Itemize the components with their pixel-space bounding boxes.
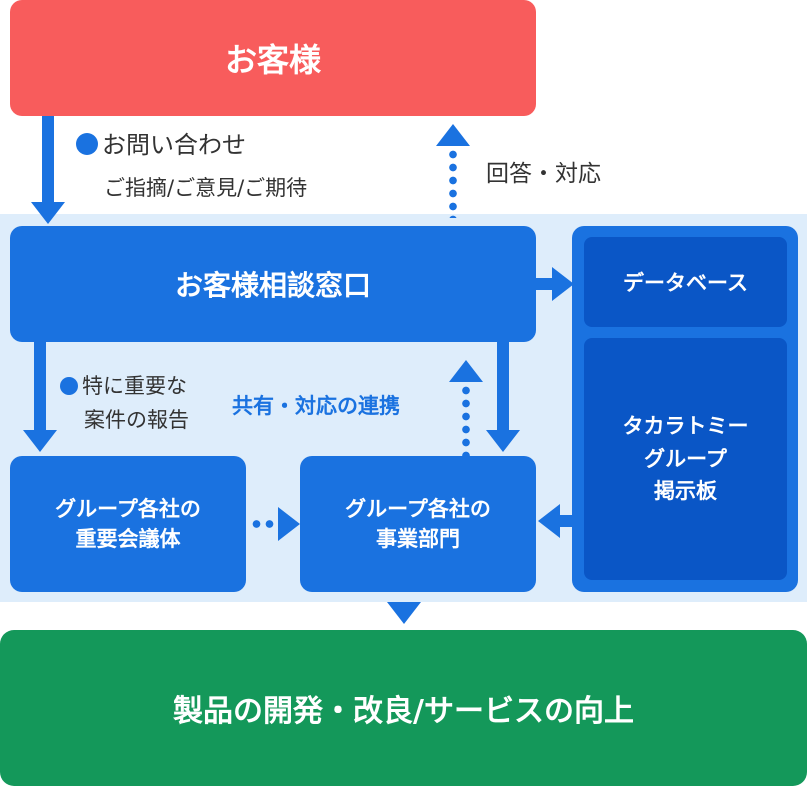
council-line-2: 重要会議体 — [75, 527, 181, 551]
arrow-business-line — [497, 342, 509, 432]
customer-label: お客様 — [224, 41, 321, 79]
inquiry-title: お問い合わせ — [102, 131, 246, 159]
board-line-2: グループ — [644, 446, 727, 471]
arrow-report-head — [23, 430, 57, 452]
group-council-box: グループ各社の 重要会議体 — [10, 456, 246, 592]
board-line-3: 掲示板 — [654, 479, 717, 504]
arrow-database-line — [536, 278, 556, 290]
database-box: データベース — [584, 237, 787, 327]
important-label-1: 特に重要な — [60, 370, 187, 400]
customer-service-desk-box: お客様相談窓口 — [10, 226, 536, 342]
customer-box: お客様 — [10, 0, 536, 116]
arrow-report-line — [34, 342, 46, 432]
arrow-board-head — [538, 504, 560, 538]
arrow-answer-head — [436, 124, 470, 146]
inquiry-detail: ご指摘/ご意見/ご期待 — [104, 176, 308, 200]
arrow-database-head — [552, 267, 574, 301]
business-line-1: グループ各社の — [345, 496, 491, 521]
arrow-sharing-head — [449, 360, 483, 382]
desk-label: お客様相談窓口 — [174, 269, 371, 302]
arrow-council-dots — [250, 520, 280, 528]
board-line-1: タカラトミー — [622, 414, 749, 439]
arrow-inquiry-line — [42, 116, 54, 204]
inquiry-label: お問い合わせ — [76, 130, 246, 161]
arrow-board-line — [558, 515, 572, 527]
sharing-label: 共有・対応の連携 — [232, 394, 400, 418]
important-label-2: 案件の報告 — [84, 408, 189, 432]
council-line-1: グループ各社の — [55, 496, 201, 521]
database-label: データベース — [623, 271, 748, 295]
group-board-box: タカラトミー グループ 掲示板 — [584, 338, 787, 580]
arrow-answer-dots — [449, 148, 457, 218]
arrow-inquiry-head — [31, 202, 65, 224]
bullet-icon — [76, 133, 98, 155]
arrow-business-head — [486, 430, 520, 452]
arrow-result-head — [387, 602, 421, 624]
arrow-sharing-dots — [462, 384, 470, 456]
arrow-council-head — [278, 507, 300, 541]
business-line-2: 事業部門 — [376, 527, 460, 551]
group-business-box: グループ各社の 事業部門 — [300, 456, 536, 592]
answer-label: 回答・対応 — [486, 161, 601, 187]
result-box: 製品の開発・改良/サービスの向上 — [0, 630, 807, 786]
bullet-icon — [60, 377, 78, 395]
result-label: 製品の開発・改良/サービスの向上 — [173, 694, 634, 729]
